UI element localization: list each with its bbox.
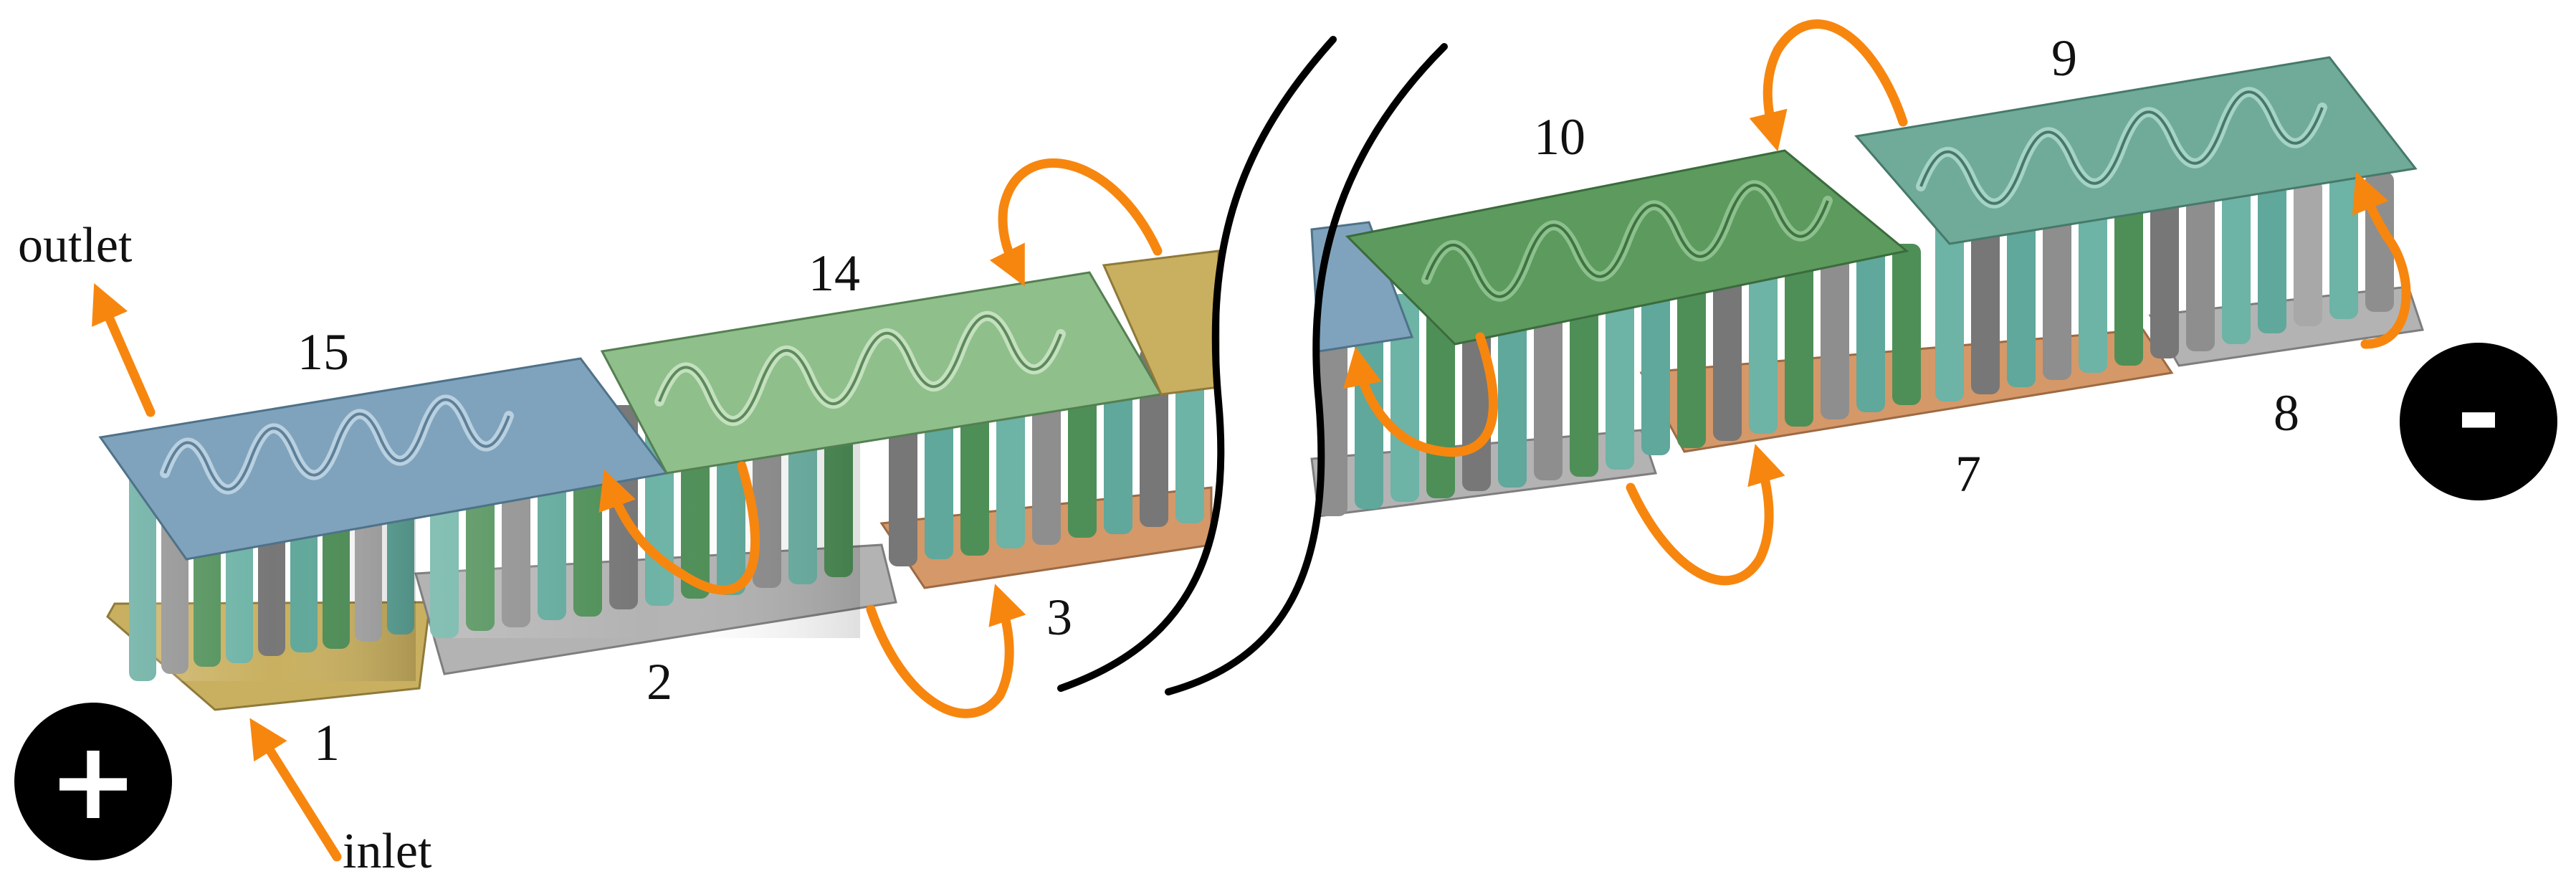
module-label-8: 8	[2274, 384, 2299, 442]
module-label-2: 2	[647, 653, 672, 710]
negative-terminal-sign: -	[2456, 352, 2501, 477]
negative-terminal: -	[2400, 343, 2557, 500]
module-label-7: 7	[1955, 445, 1981, 503]
module-label-15: 15	[297, 323, 349, 381]
module-label-1: 1	[314, 714, 340, 771]
cells-module-10	[1319, 244, 1921, 516]
outlet-label: outlet	[18, 218, 133, 273]
cells-module-9	[1935, 172, 2394, 401]
flow-arrow-2-to-3	[866, 584, 1026, 718]
flow-arrow-10-to-9-top	[1749, 19, 1908, 152]
break-line-right	[1165, 43, 1448, 695]
module-label-10: 10	[1534, 108, 1585, 166]
module-label-9: 9	[2051, 29, 2077, 87]
module-label-14: 14	[808, 244, 860, 302]
flow-arrow-outlet	[92, 282, 156, 417]
flow-arrow-inlet	[249, 718, 342, 862]
coolant-flow-arrows	[92, 19, 2411, 862]
cooling-plate-14	[600, 271, 1163, 475]
inlet-label: inlet	[343, 824, 432, 879]
break-line-left	[1057, 36, 1337, 692]
cooling-plate-9	[1854, 56, 2418, 245]
flow-arrow-8-to-9	[2352, 171, 2411, 349]
positive-terminal-sign: +	[48, 719, 138, 844]
positive-terminal: +	[14, 703, 172, 860]
flow-arrow-7-bottom	[1626, 444, 1785, 586]
cooling-plate-10	[1345, 149, 1909, 346]
flow-arrow-15-to-14	[598, 461, 760, 595]
flow-arrow-14-top	[989, 158, 1163, 287]
module-label-3: 3	[1046, 589, 1072, 646]
flow-arrow-10-left	[1343, 332, 1498, 457]
